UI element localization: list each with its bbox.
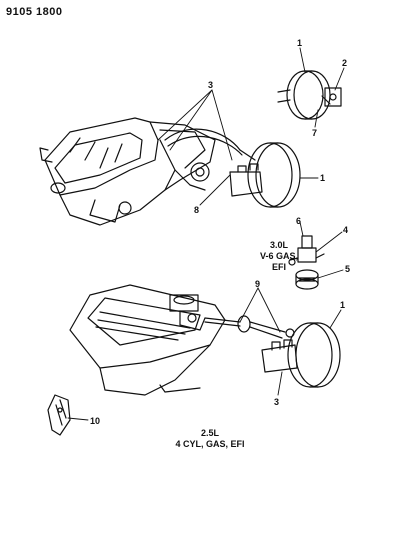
callout-3: 3 — [274, 397, 279, 407]
v6-engine — [39, 117, 243, 226]
callout-3: 3 — [208, 80, 213, 90]
callout-6: 6 — [296, 216, 301, 226]
callout-5: 5 — [345, 264, 350, 274]
v6-brake-booster — [229, 142, 301, 208]
caption-i4: 2.5L 4 CYL, GAS, EFI — [168, 428, 252, 450]
callout-10: 10 — [90, 416, 100, 426]
v6-displacement: 3.0L — [269, 240, 288, 250]
leader-lines — [67, 47, 345, 421]
callout-2: 2 — [342, 58, 347, 68]
clamp-detail — [47, 394, 71, 436]
callout-1: 1 — [320, 173, 325, 183]
i4-engine — [69, 284, 286, 396]
caption-v6: 3.0L V-6 GAS, EFI — [252, 240, 306, 273]
callout-1: 1 — [297, 38, 302, 48]
i4-description: 4 CYL, GAS, EFI — [175, 439, 245, 449]
callout-9: 9 — [255, 279, 260, 289]
callout-7: 7 — [312, 128, 317, 138]
i4-brake-booster — [261, 322, 341, 388]
callout-4: 4 — [343, 225, 348, 235]
diagram-code: 9105 1800 — [6, 6, 63, 18]
v6-description: V-6 GAS, EFI — [259, 251, 298, 272]
booster-detail-top — [277, 70, 342, 120]
callout-8: 8 — [194, 205, 199, 215]
i4-displacement: 2.5L — [200, 428, 219, 438]
check-valve-detail — [288, 235, 325, 290]
callout-1: 1 — [340, 300, 345, 310]
callout-numbers: 1 2 7 3 1 8 6 4 5 9 1 3 10 — [90, 38, 350, 426]
